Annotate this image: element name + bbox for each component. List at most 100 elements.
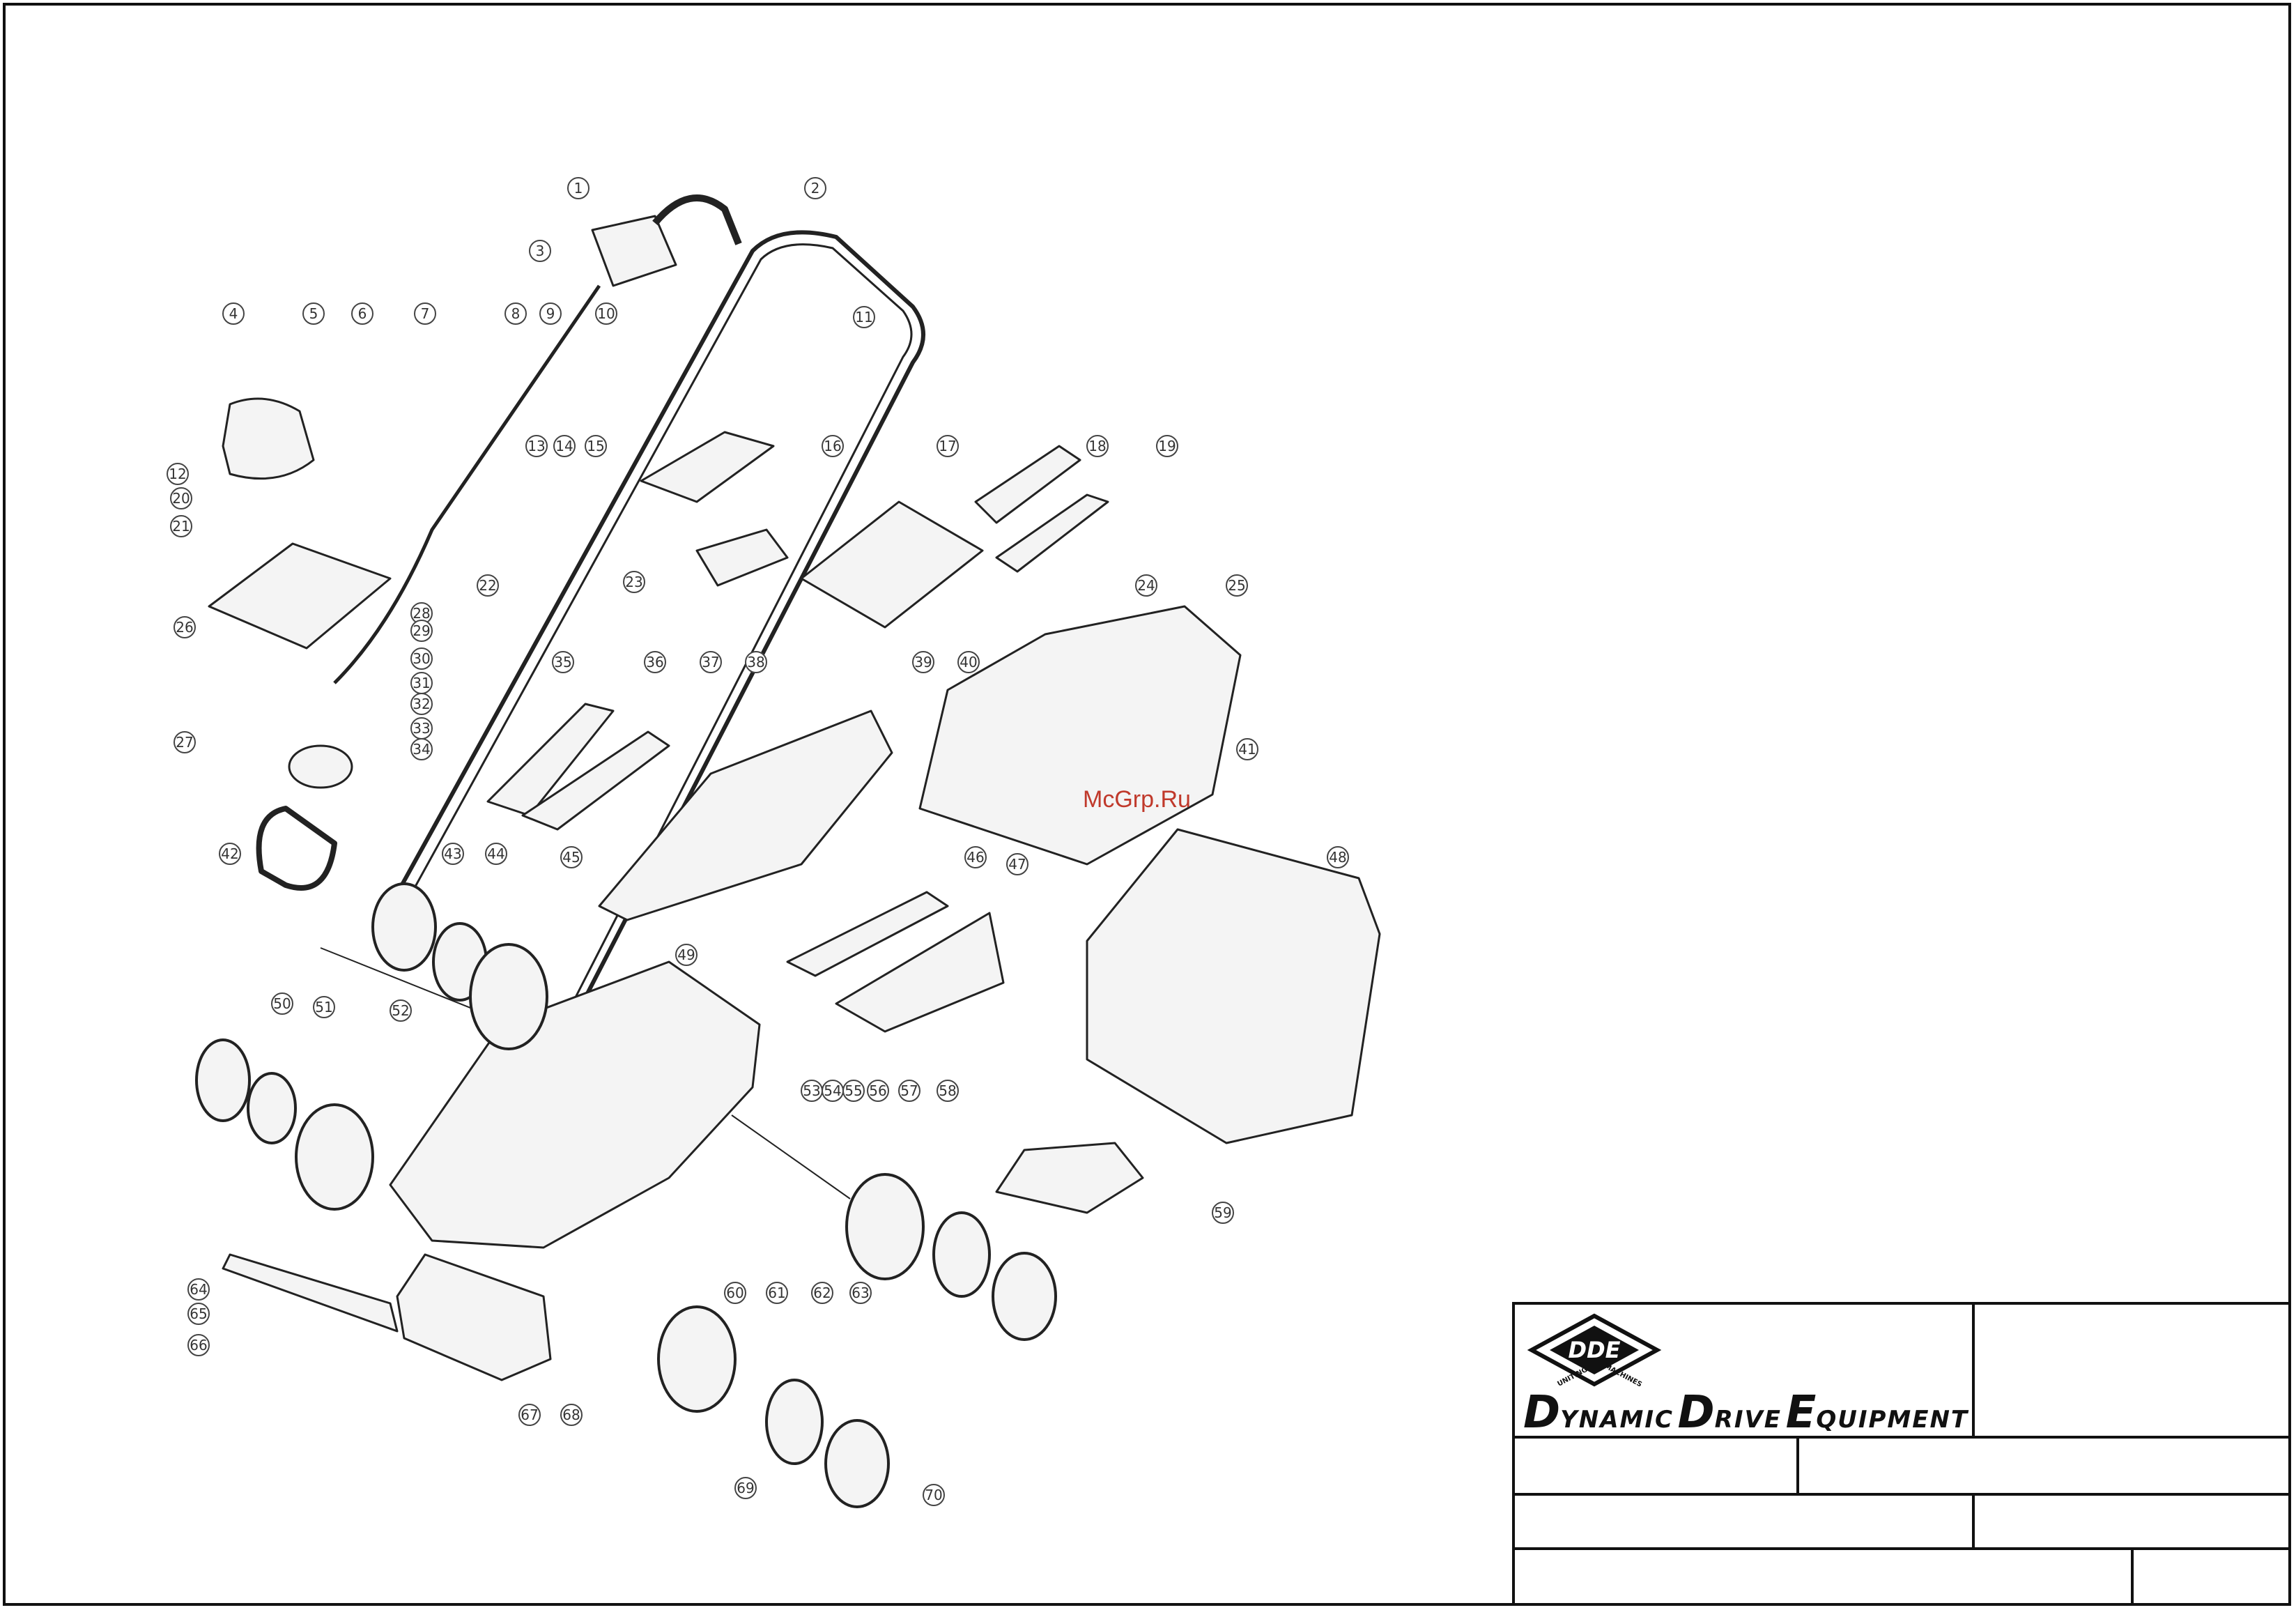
title-block-divider <box>1796 1436 1799 1494</box>
callout-38: 38 <box>746 652 766 673</box>
callout-34: 34 <box>411 739 432 760</box>
callout-8: 8 <box>505 303 526 324</box>
brand-rest-1: YNAMIC <box>1560 1406 1674 1434</box>
callout-1: 1 <box>568 178 589 199</box>
brand-name: DYNAMIC DRIVE EQUIPMENT <box>1523 1387 1968 1439</box>
callout-number: 58 <box>939 1082 956 1099</box>
callout-68: 68 <box>561 1404 582 1425</box>
brand-rest-2: RIVE <box>1715 1406 1782 1434</box>
callout-20: 20 <box>171 488 192 509</box>
callout-13: 13 <box>526 436 547 457</box>
callout-number: 20 <box>172 490 190 507</box>
callout-36: 36 <box>645 652 665 673</box>
title-block-divider <box>1972 1302 1975 1438</box>
title-block-divider <box>2131 1547 2134 1606</box>
callout-7: 7 <box>415 303 436 324</box>
callout-number: 28 <box>413 605 430 622</box>
callout-12: 12 <box>167 463 188 484</box>
callout-number: 24 <box>1137 577 1155 594</box>
title-block-divider <box>1512 1493 2291 1496</box>
callout-2: 2 <box>805 178 826 199</box>
callout-48: 48 <box>1327 847 1348 868</box>
callout-number: 1 <box>574 180 583 197</box>
callout-32: 32 <box>411 693 432 714</box>
callout-29: 29 <box>411 620 432 641</box>
callout-number: 63 <box>852 1285 869 1301</box>
callout-number: 5 <box>309 305 318 322</box>
callout-number: 13 <box>527 438 545 454</box>
callout-number: 70 <box>925 1487 942 1503</box>
callout-number: 7 <box>421 305 430 322</box>
callout-number: 16 <box>824 438 841 454</box>
callout-number: 25 <box>1228 577 1245 594</box>
callout-9: 9 <box>540 303 561 324</box>
callout-number: 41 <box>1238 741 1256 758</box>
callout-24: 24 <box>1136 575 1157 596</box>
callout-number: 48 <box>1329 849 1346 866</box>
dde-logo: DDE UNITING MACHINES <box>1525 1312 1664 1388</box>
callout-number: 14 <box>555 438 573 454</box>
callout-number: 67 <box>521 1406 538 1423</box>
callout-65: 65 <box>188 1303 209 1324</box>
callout-number: 29 <box>413 622 430 639</box>
belt-part <box>259 808 334 888</box>
callout-52: 52 <box>390 1000 411 1021</box>
callout-number: 32 <box>413 696 430 712</box>
callout-5: 5 <box>303 303 324 324</box>
callout-number: 33 <box>413 720 430 737</box>
callout-number: 60 <box>726 1285 743 1301</box>
callout-number: 36 <box>646 654 663 670</box>
brand-cap-3: E <box>1786 1387 1817 1439</box>
callout-18: 18 <box>1087 436 1108 457</box>
brand-cap-1: D <box>1523 1387 1560 1439</box>
callout-25: 25 <box>1226 575 1247 596</box>
motor-housing-part <box>209 544 390 648</box>
callout-number: 6 <box>358 305 367 322</box>
callout-37: 37 <box>700 652 721 673</box>
hubcap-70-part <box>934 1213 989 1296</box>
callout-59: 59 <box>1212 1202 1233 1223</box>
callout-number: 39 <box>914 654 932 670</box>
top-cover-part <box>920 606 1240 864</box>
callout-number: 11 <box>855 309 872 325</box>
callout-50: 50 <box>272 993 293 1014</box>
callout-number: 62 <box>813 1285 831 1301</box>
wheel-50-part <box>197 1040 249 1121</box>
callout-61: 61 <box>766 1282 787 1303</box>
callout-number: 57 <box>900 1082 918 1099</box>
callout-number: 56 <box>869 1082 886 1099</box>
callout-4: 4 <box>223 303 244 324</box>
callout-54: 54 <box>822 1080 843 1101</box>
callout-3: 3 <box>530 240 550 261</box>
wheel-45-part <box>470 944 547 1049</box>
callout-57: 57 <box>899 1080 920 1101</box>
callout-39: 39 <box>913 652 934 673</box>
callout-number: 44 <box>487 845 504 862</box>
callout-49: 49 <box>676 944 697 965</box>
callout-number: 37 <box>702 654 719 670</box>
callout-11: 11 <box>854 307 875 328</box>
callout-66: 66 <box>188 1335 209 1356</box>
callout-41: 41 <box>1237 739 1258 760</box>
callout-58: 58 <box>937 1080 958 1101</box>
control-panel-part <box>801 502 983 627</box>
callout-22: 22 <box>477 575 498 596</box>
title-block-divider <box>1972 1493 1975 1549</box>
callout-67: 67 <box>519 1404 540 1425</box>
switch-box-part <box>592 216 676 286</box>
callout-43: 43 <box>442 843 463 864</box>
callout-35: 35 <box>553 652 573 673</box>
callout-number: 64 <box>190 1281 207 1298</box>
callout-number: 2 <box>811 180 820 197</box>
callout-33: 33 <box>411 718 432 739</box>
callout-number: 47 <box>1008 856 1026 873</box>
callout-15: 15 <box>585 436 606 457</box>
brand-rest-3: QUIPMENT <box>1816 1406 1968 1434</box>
callout-number: 9 <box>546 305 555 322</box>
callout-40: 40 <box>958 652 979 673</box>
callout-number: 3 <box>536 243 545 259</box>
callout-10: 10 <box>596 303 617 324</box>
callout-17: 17 <box>937 436 958 457</box>
watermark: McGrp.Ru <box>1083 786 1191 813</box>
callout-number: 69 <box>737 1480 754 1496</box>
